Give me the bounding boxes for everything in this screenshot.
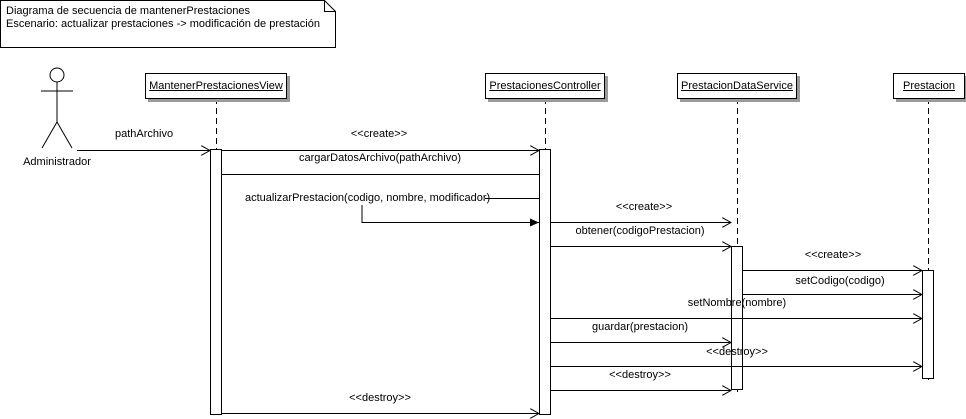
message-label-actualizarPrestacion: actualizarPrestacion(codigo, nombre, mod… bbox=[245, 192, 491, 204]
message-label-obtener: obtener(codigoPrestacion) bbox=[575, 225, 705, 237]
lifeline-box-entity: Prestacion bbox=[893, 73, 965, 99]
message-label-create-dataservice: <<create>> bbox=[615, 201, 673, 213]
message-label-setCodigo: setCodigo(codigo) bbox=[795, 275, 885, 287]
activation-entity bbox=[922, 270, 934, 379]
actor-label: Administrador bbox=[23, 156, 91, 168]
message-label-guardar: guardar(prestacion) bbox=[592, 321, 688, 333]
message-label-destroy-dataservice: <<destroy>> bbox=[609, 369, 671, 381]
lifeline-box-dataservice: PrestacionDataService bbox=[677, 73, 797, 99]
message-label-setNombre: setNombre(nombre) bbox=[687, 297, 787, 309]
message-label-cargarDatosArchivo: cargarDatosArchivo(pathArchivo) bbox=[298, 152, 462, 164]
message-label-create-entity: <<create>> bbox=[804, 249, 862, 261]
message-label-pathArchivo: pathArchivo bbox=[115, 128, 174, 140]
note-shape bbox=[0, 0, 336, 48]
message-arrow-actualizarPrestacion bbox=[361, 205, 539, 227]
lifeline-box-controller: PrestacionesController bbox=[485, 73, 605, 99]
message-label-destroy-entity: <<destroy>> bbox=[706, 346, 768, 358]
activation-view bbox=[210, 149, 222, 415]
note-line-2: Escenario: actualizar prestaciones -> mo… bbox=[6, 18, 320, 30]
lifeline-box-view: MantenerPrestacionesView bbox=[145, 73, 287, 99]
message-label-destroy-controller: <<destroy>> bbox=[349, 392, 411, 404]
note-line-1: Diagrama de secuencia de mantenerPrestac… bbox=[6, 5, 250, 17]
note-fold bbox=[324, 0, 336, 12]
activation-controller bbox=[539, 149, 551, 415]
actor-figure bbox=[41, 67, 73, 149]
message-label-create-controller: <<create>> bbox=[350, 128, 408, 140]
